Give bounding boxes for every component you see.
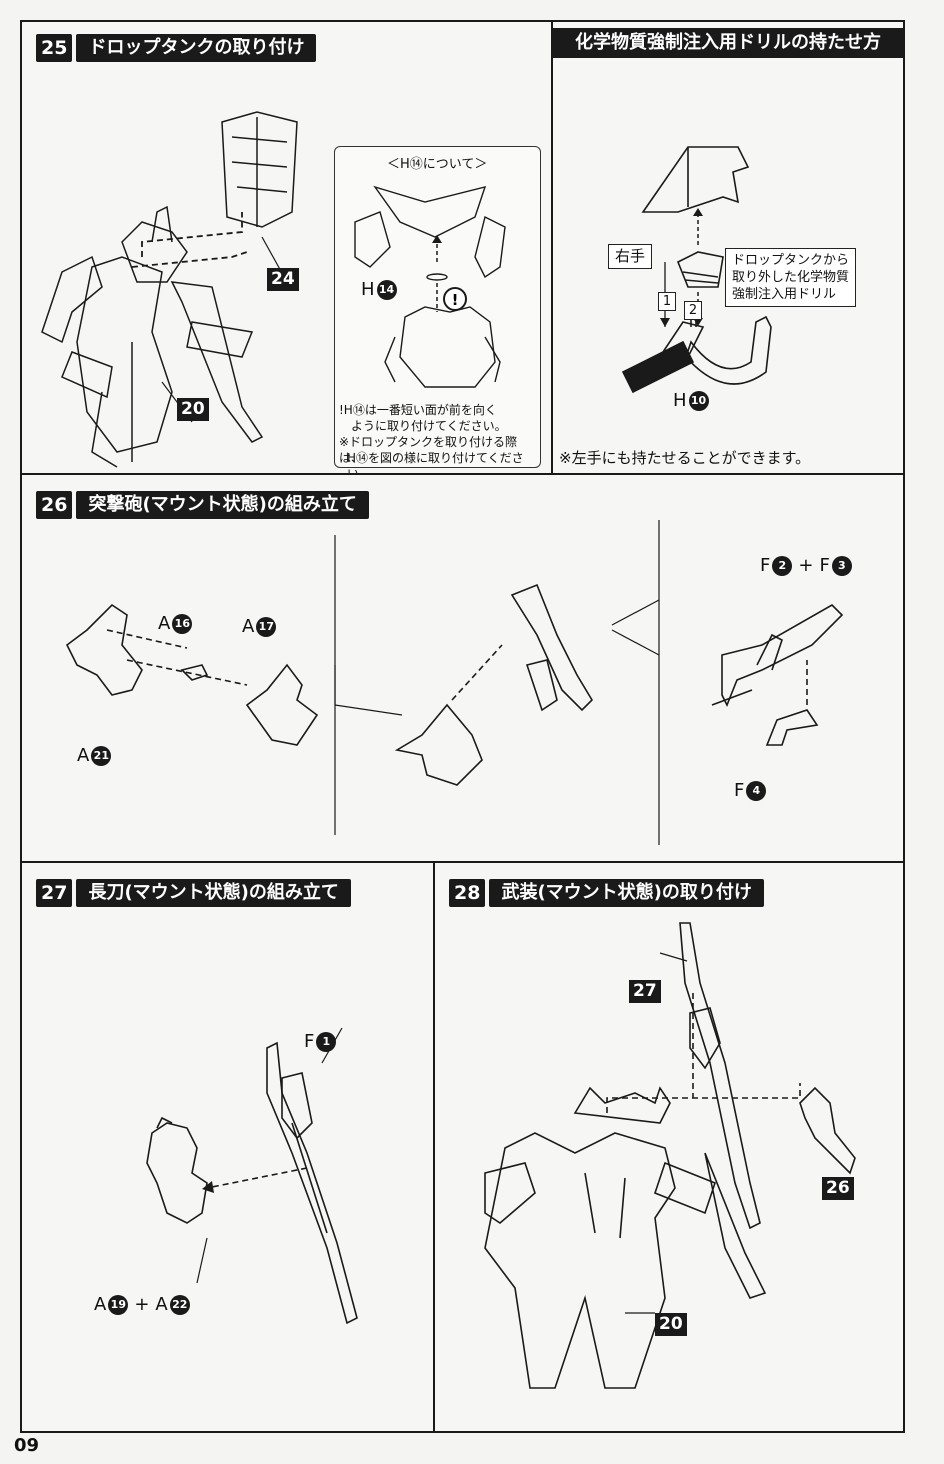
part-label-20: 20: [177, 398, 209, 421]
a19-plus-a22-callout: A 19 + A 22: [94, 1294, 190, 1315]
assault-gun-assembly-illustration: [65, 520, 844, 845]
drill-title: 化学物質強制注入用ドリルの持たせ方: [553, 28, 903, 58]
callout-line3: 強制注入用ドリル: [732, 287, 837, 302]
inset-note-line3: ※ドロップタンクを取り付ける際は、: [339, 435, 518, 465]
a17-callout: A 17: [242, 616, 277, 637]
h10-callout: H 10: [673, 390, 709, 411]
part-letter: F: [819, 555, 830, 576]
part-number-badge: 10: [688, 390, 709, 411]
part-label-27: 27: [629, 980, 661, 1003]
part-number-badge: 16: [172, 613, 193, 634]
part-letter: F: [734, 780, 745, 801]
part-letter: A: [77, 745, 90, 766]
step28-header: 28 武装(マウント状態)の取り付け: [449, 879, 764, 907]
page-number: 09: [14, 1435, 40, 1456]
step-number: 26: [36, 491, 73, 519]
part-number-badge: 4: [746, 780, 767, 801]
part-number-badge: 14: [376, 279, 397, 300]
part-number-badge: 3: [831, 555, 852, 576]
f4-callout: F 4: [734, 780, 767, 801]
f2-plus-f3-callout: F 2 + F 3: [760, 555, 852, 576]
long-sword-assembly-illustration: [146, 1027, 358, 1325]
callout-line1: ドロップタンクから: [732, 253, 850, 268]
part-number-badge: 22: [169, 1294, 190, 1315]
part-number-badge: 2: [772, 555, 793, 576]
step-title: 武装(マウント状態)の取り付け: [489, 879, 764, 907]
part-letter: F: [760, 555, 771, 576]
plus-sign: +: [134, 1294, 150, 1315]
h14-placement-illustration: !: [354, 185, 506, 388]
step-number: 25: [36, 34, 73, 62]
inset-title: ＜H⑭について＞: [387, 157, 488, 172]
right-hand-label: 右手: [608, 244, 653, 269]
part-letter: H: [361, 279, 375, 300]
part-letter: H: [673, 390, 687, 411]
step-title: ドロップタンクの取り付け: [76, 34, 317, 62]
f1-callout: F 1: [304, 1031, 337, 1052]
step-2-box: 2: [684, 301, 702, 320]
part-label-24: 24: [267, 268, 299, 291]
part-letter: F: [304, 1031, 315, 1052]
a21-callout: A 21: [77, 745, 112, 766]
part-label-26: 26: [822, 1177, 854, 1200]
drill-panel: 化学物質強制注入用ドリルの持たせ方 右手 1 2 ドロップタンクから 取り外した…: [551, 20, 905, 475]
h14-note-inset: ＜H⑭について＞ ! H 14 !H⑭は一番短い面が前を向く ように取り付けてく…: [334, 146, 541, 481]
step27-panel: 27 長刀(マウント状態)の組み立て F 1 A 19 + A 22: [20, 861, 435, 1433]
step-title: 突撃砲(マウント状態)の組み立て: [76, 491, 369, 519]
step26-header: 26 突撃砲(マウント状態)の組み立て: [36, 491, 369, 519]
step-1-box: 1: [658, 292, 676, 311]
weapon-mount-illustration: [484, 922, 856, 1389]
step28-panel: 28 武装(マウント状態)の取り付け 27 26 20: [433, 861, 905, 1433]
part-letter: A: [158, 613, 171, 634]
step-number: 27: [36, 879, 73, 907]
step-number: 28: [449, 879, 486, 907]
drill-footnote: ※左手にも持たせることができます。: [559, 449, 811, 467]
svg-text:!: !: [452, 291, 459, 309]
h14-callout: H 14: [361, 279, 397, 300]
part-letter: A: [94, 1294, 107, 1315]
step26-panel: 26 突撃砲(マウント状態)の組み立て A 16 A 17: [20, 473, 905, 863]
part-number-badge: 19: [108, 1294, 129, 1315]
step27-header: 27 長刀(マウント状態)の組み立て: [36, 879, 351, 907]
drill-callout-box: ドロップタンクから 取り外した化学物質 強制注入用ドリル: [725, 248, 857, 307]
step25-panel: 25 ドロップタンクの取り付け 24 20 ＜H⑭について＞: [20, 20, 553, 481]
callout-line2: 取り外した化学物質: [732, 270, 850, 285]
part-letter: A: [155, 1294, 168, 1315]
inset-note-line2: ように取り付けてください。: [351, 419, 507, 433]
part-number-badge: 21: [91, 745, 112, 766]
part-letter: A: [242, 616, 255, 637]
step-title: 長刀(マウント状態)の組み立て: [76, 879, 351, 907]
inset-note-line1: !H⑭は一番短い面が前を向く: [339, 403, 497, 417]
part-number-badge: 17: [256, 616, 277, 637]
plus-sign: +: [798, 555, 814, 576]
part-label-20: 20: [655, 1313, 687, 1336]
part-number-badge: 1: [316, 1031, 337, 1052]
a16-callout: A 16: [158, 613, 193, 634]
step25-header: 25 ドロップタンクの取り付け: [36, 34, 317, 62]
